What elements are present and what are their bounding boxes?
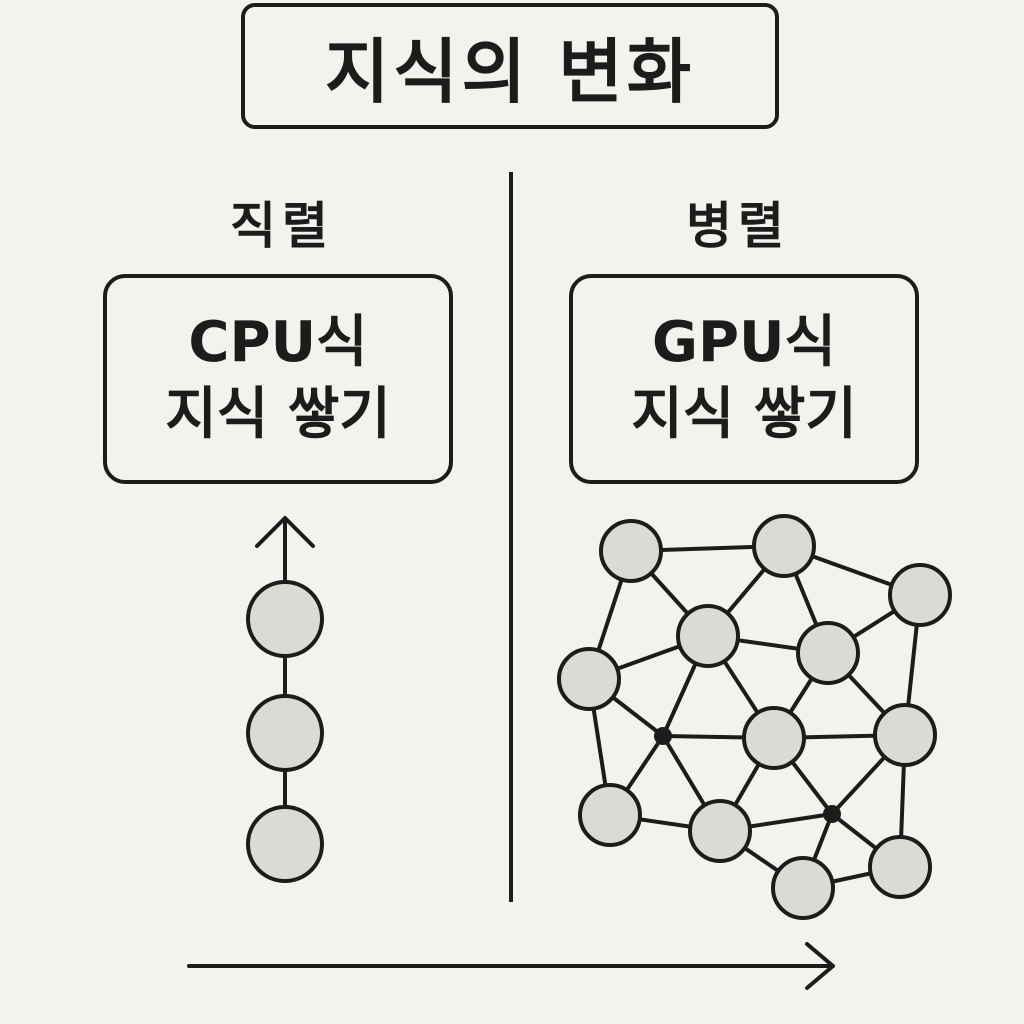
cpu-card: CPU식 지식 쌓기 bbox=[103, 274, 453, 484]
parallel-heading: 병렬 bbox=[686, 197, 790, 255]
network-node bbox=[557, 647, 621, 711]
network-junction-dot bbox=[654, 727, 672, 745]
serial-node bbox=[246, 694, 324, 772]
network-node bbox=[752, 514, 816, 578]
right-arrow-icon bbox=[805, 942, 835, 990]
network-node bbox=[771, 856, 835, 920]
diagram-title: 지식의 변화 bbox=[324, 30, 696, 113]
network-node bbox=[868, 835, 932, 899]
gpu-card-line1: GPU식 bbox=[651, 310, 836, 376]
serial-heading: 직렬 bbox=[230, 197, 334, 255]
up-arrow-icon bbox=[255, 516, 315, 548]
network-node bbox=[578, 783, 642, 847]
network-node bbox=[676, 604, 740, 668]
network-node bbox=[873, 703, 937, 767]
cpu-card-line2: 지식 쌓기 bbox=[165, 382, 391, 447]
parallel-network-nodes bbox=[557, 514, 952, 920]
network-node bbox=[796, 621, 860, 685]
gpu-card-line2: 지식 쌓기 bbox=[631, 382, 857, 447]
serial-node bbox=[246, 805, 324, 883]
network-junctions bbox=[654, 727, 841, 823]
serial-node bbox=[246, 580, 324, 658]
network-node bbox=[688, 799, 752, 863]
title-box: 지식의 변화 bbox=[241, 3, 779, 129]
gpu-card: GPU식 지식 쌓기 bbox=[569, 274, 919, 484]
serial-nodes bbox=[246, 580, 324, 883]
cpu-card-line1: CPU식 bbox=[188, 310, 368, 376]
center-divider bbox=[509, 172, 513, 902]
bottom-arrow bbox=[187, 942, 835, 990]
serial-chain bbox=[255, 516, 315, 808]
network-node bbox=[742, 706, 806, 770]
network-junction-dot bbox=[823, 805, 841, 823]
network-node bbox=[888, 563, 952, 627]
network-node bbox=[599, 519, 663, 583]
